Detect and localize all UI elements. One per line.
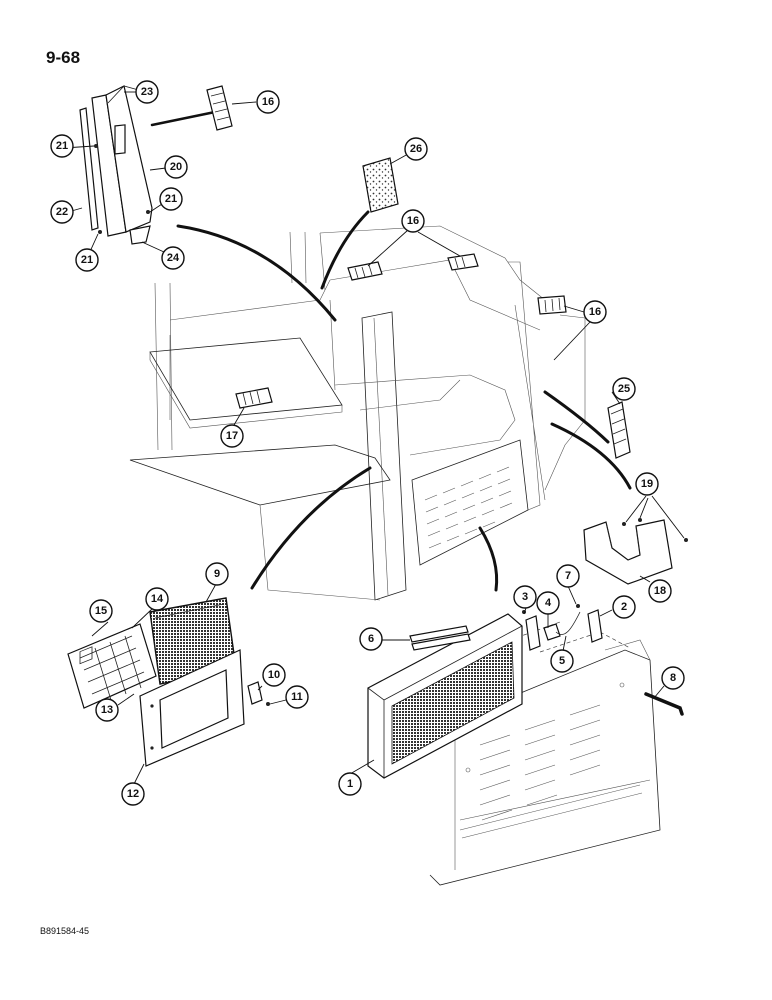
callout-26: 26 [404,137,428,161]
callout-16-right: 16 [583,300,607,324]
callout-label: 21 [56,140,68,152]
callout-label: 21 [81,254,93,266]
callout-14: 14 [145,587,169,611]
callout-label: 7 [565,570,571,582]
callout-label: 8 [670,672,676,684]
callout-7: 7 [556,564,580,588]
callout-4: 4 [536,591,560,615]
frame-12 [139,649,245,767]
callout-label: 18 [654,585,666,597]
callout-label: 24 [167,252,180,264]
callout-label: 16 [407,215,419,227]
callout-label: 19 [641,478,653,490]
grille-14 [67,623,157,709]
callout-20: 20 [164,155,188,179]
side-louvres [424,466,513,549]
filter-25 [607,401,631,459]
page-number: 9-68 [46,48,81,67]
callout-12: 12 [121,782,145,806]
air-duct-assembly [79,85,153,245]
leader-lines [63,91,685,785]
bracket-18 [583,518,688,585]
filter-26 [362,157,399,213]
vent-17 [235,387,273,409]
drawing-reference-code: B891584-45 [40,926,90,936]
callout-17: 17 [220,424,244,448]
callout-label: 26 [410,143,422,155]
wrench-8 [644,692,684,716]
seal-strip-6 [409,625,471,651]
callout-label: 2 [621,601,627,613]
callout-9: 9 [205,562,229,586]
callout-label: 15 [95,605,107,617]
callout-2: 2 [612,595,636,619]
vent-16-roof-left [347,261,383,281]
callout-label: 13 [101,704,113,716]
callout-16-top: 16 [256,90,280,114]
callout-3: 3 [513,585,537,609]
callout-label: 20 [170,161,182,173]
callout-23: 23 [135,80,159,104]
callout-25: 25 [612,377,636,401]
assembly-arrows [150,110,632,592]
callout-6: 6 [359,627,383,651]
callout-label: 10 [268,669,280,681]
callout-label: 17 [226,430,238,442]
callout-13: 13 [95,698,119,722]
callout-label: 25 [618,383,630,395]
callout-21-right: 21 [159,187,183,211]
callout-10: 10 [262,663,286,687]
callout-18: 18 [648,579,672,603]
latch-parts-2-5 [522,604,603,651]
callout-label: 5 [559,655,565,667]
callout-24: 24 [161,246,185,270]
callout-label: 22 [56,206,68,218]
callout-22: 22 [50,200,74,224]
callout-8: 8 [661,666,685,690]
callout-label: 4 [545,597,552,609]
vent-16-right-post [537,295,567,315]
callout-16-roof: 16 [401,209,425,233]
callout-label: 11 [291,691,303,703]
cab-frame [129,225,661,886]
callout-label: 12 [127,788,139,800]
air-filter-1 [367,613,523,779]
callout-label: 16 [262,96,274,108]
callout-1: 1 [338,772,362,796]
callout-21-lower: 21 [75,248,99,272]
callout-15: 15 [89,599,113,623]
callout-19: 19 [635,472,659,496]
callout-label: 3 [522,591,528,603]
callout-label: 6 [368,633,374,645]
callout-label: 1 [347,778,353,790]
callout-5: 5 [550,649,574,673]
callout-label: 21 [165,193,177,205]
callout-label: 23 [141,86,153,98]
callout-11: 11 [285,685,309,709]
callout-label: 14 [151,593,164,605]
clip-10 [247,681,270,706]
rear-louvres [479,704,601,821]
callout-label: 9 [214,568,220,580]
vent-16-roof-right [447,253,479,271]
callout-label: 16 [589,306,601,318]
callout-21-upper: 21 [50,134,74,158]
vent-16-top [206,85,233,131]
